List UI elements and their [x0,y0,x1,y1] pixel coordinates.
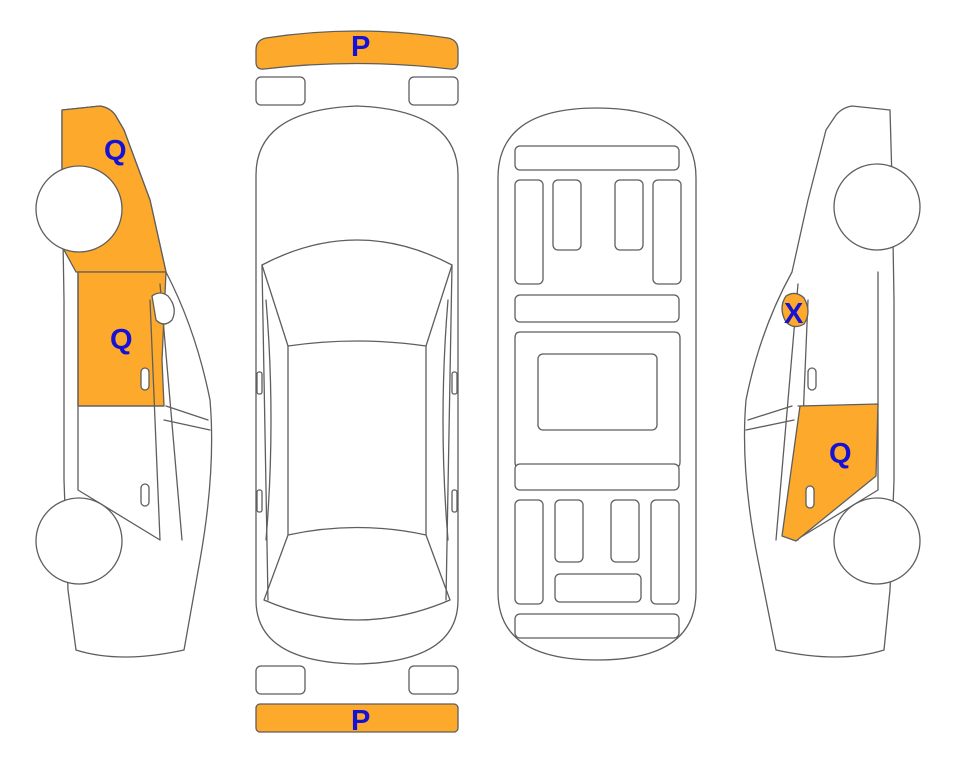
marker-left-front-door: Q [110,324,133,356]
marker-front-bumper: P [351,31,370,63]
right-front-door-damage[interactable] [781,403,879,542]
rear-bumper-damage[interactable] [255,703,459,733]
right-door-handles [805,367,817,509]
front-right-light [408,76,459,106]
right-front-wheel [833,163,921,251]
left-door-lines [77,271,211,541]
marker-left-front-fender: Q [104,135,127,167]
marker-rear-bumper: P [351,705,370,737]
right-side-view: X Q [743,105,921,658]
top-view-body [255,105,459,665]
marker-right-front-mirror: X [784,298,804,330]
right-rear-wheel [833,497,921,585]
top-left-pillars [265,299,449,541]
top-side-lines [261,264,453,601]
left-front-wheel [35,165,123,253]
top-view-mirrors [256,371,458,513]
left-side-view: Q Q [35,105,213,658]
left-door-handles [140,367,150,507]
right-front-mirror-damage[interactable] [781,292,809,328]
rear-right-light [408,665,459,695]
top-rear-window [263,526,451,621]
underside-view [497,107,697,661]
rear-left-light [255,665,306,695]
underside-panels [514,145,682,639]
left-rear-wheel [35,497,123,585]
marker-right-front-door: Q [829,438,852,470]
left-mirror [151,292,175,325]
front-left-light [255,76,306,106]
front-bumper-damage[interactable] [255,30,459,70]
top-view: P P [255,30,459,737]
